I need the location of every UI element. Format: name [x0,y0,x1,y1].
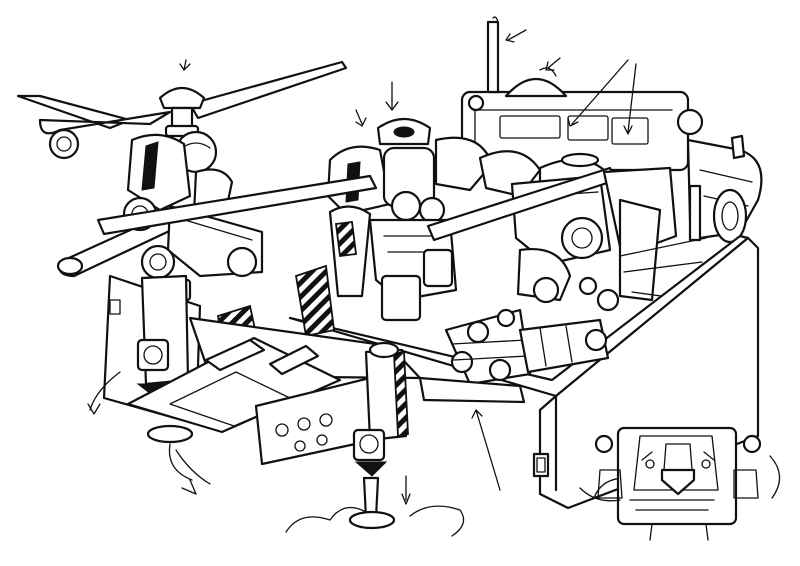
truck-cab [460,16,763,244]
motion-lines [87,371,781,537]
inset-detail-sketch [579,426,762,541]
right-mech [426,152,707,312]
front-deck [96,174,422,530]
center-mech [326,117,542,322]
rotor-mech [16,60,348,302]
callout-arrows [179,29,637,491]
